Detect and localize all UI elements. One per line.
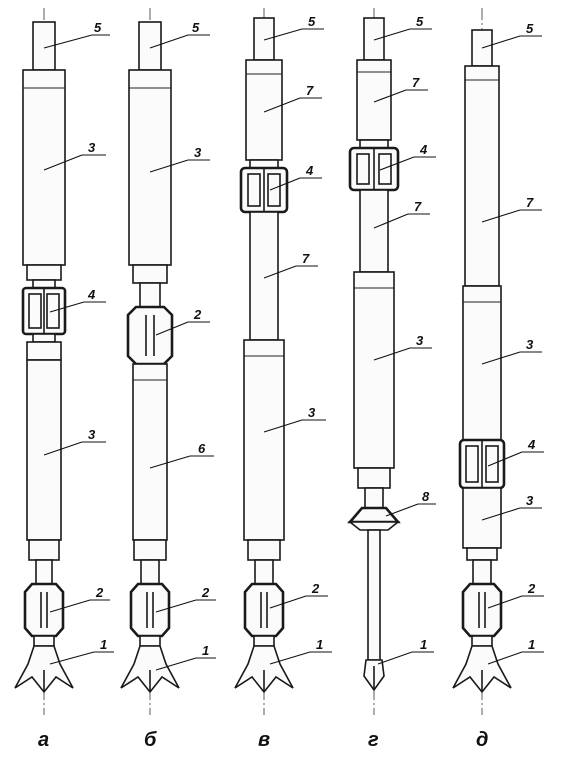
callouts-a: 5 3 4 3 2 1	[43, 20, 114, 665]
v-lower-lwd-pipe	[249, 211, 279, 341]
callouts-d: 5 7 3 4 3 2 1	[481, 21, 544, 665]
d-upper-drill-collar	[462, 285, 502, 441]
d-label-3-upper: 3	[526, 337, 534, 352]
b-stabilizer	[126, 305, 174, 366]
g-label-4: 4	[419, 142, 428, 157]
d-label-3-lower: 3	[526, 493, 534, 508]
b-drill-pipe	[138, 21, 162, 71]
d-near-bit-stabilizer	[461, 582, 503, 638]
v-label-7-lower: 7	[302, 251, 310, 266]
v-drill-collar	[243, 339, 285, 541]
caption-d: д	[476, 729, 488, 751]
assembly-v	[234, 8, 294, 715]
a-label-5: 5	[94, 20, 102, 35]
g-label-7-lower: 7	[414, 199, 422, 214]
caption-g: г	[368, 729, 379, 751]
g-drill-collar	[353, 271, 395, 469]
b-label-2-upper: 2	[193, 307, 202, 322]
g-lower-lwd-pipe	[359, 189, 389, 273]
a-label-3-upper: 3	[88, 140, 96, 155]
b-label-3: 3	[194, 145, 202, 160]
v-drill-bit	[234, 645, 294, 694]
g-label-1: 1	[420, 637, 427, 652]
callouts-v: 5 7 4 7 3 2 1	[263, 14, 332, 665]
v-label-5: 5	[308, 14, 316, 29]
a-label-4: 4	[87, 287, 96, 302]
v-label-1: 1	[316, 637, 323, 652]
g-pilot-pipe	[367, 529, 381, 661]
a-upper-drill-collar	[22, 69, 66, 266]
a-lower-drill-collar	[26, 359, 62, 541]
d-drill-bit	[452, 645, 512, 694]
g-label-5: 5	[416, 14, 424, 29]
a-label-1: 1	[100, 637, 107, 652]
b-drill-bit	[120, 645, 180, 694]
callouts-b: 5 3 2 6 2 1	[149, 20, 216, 671]
a-label-3-lower: 3	[88, 427, 96, 442]
assembly-g	[347, 8, 401, 715]
v-label-2: 2	[311, 581, 320, 596]
b-label-2-lower: 2	[201, 585, 210, 600]
v-label-7-upper: 7	[306, 83, 314, 98]
d-label-1: 1	[528, 637, 535, 652]
d-lwd-pipe	[464, 65, 500, 287]
g-label-8: 8	[422, 489, 430, 504]
assembly-d	[452, 8, 512, 715]
assembly-a	[14, 8, 74, 715]
callouts-g: 5 7 4 7 3 8 1	[373, 14, 436, 665]
caption-v: в	[258, 729, 270, 751]
assembly-b	[120, 8, 180, 715]
g-label-7-upper: 7	[412, 75, 420, 90]
v-label-4: 4	[305, 163, 314, 178]
b-label-1: 1	[202, 643, 209, 658]
g-cone-centralizer	[347, 506, 401, 524]
g-drill-pipe	[363, 17, 385, 61]
b-label-5: 5	[192, 20, 200, 35]
b-label-6: 6	[198, 441, 206, 456]
caption-b: б	[144, 729, 157, 751]
d-lower-drill-collar	[462, 487, 502, 549]
b-heavy-pipe	[132, 363, 168, 541]
v-drill-pipe	[253, 17, 275, 61]
a-drill-bit	[14, 645, 74, 694]
g-label-3: 3	[416, 333, 424, 348]
d-label-4: 4	[527, 437, 536, 452]
caption-a: а	[38, 729, 49, 751]
v-label-3: 3	[308, 405, 316, 420]
v-upper-lwd-pipe	[245, 59, 283, 161]
d-label-2: 2	[527, 581, 536, 596]
d-label-5: 5	[526, 21, 534, 36]
b-near-bit-stabilizer	[129, 582, 171, 638]
a-label-2: 2	[95, 585, 104, 600]
g-upper-lwd-pipe	[356, 59, 392, 141]
d-label-7: 7	[526, 195, 534, 210]
a-near-bit-stabilizer	[23, 582, 65, 638]
v-near-bit-stabilizer	[243, 582, 285, 638]
